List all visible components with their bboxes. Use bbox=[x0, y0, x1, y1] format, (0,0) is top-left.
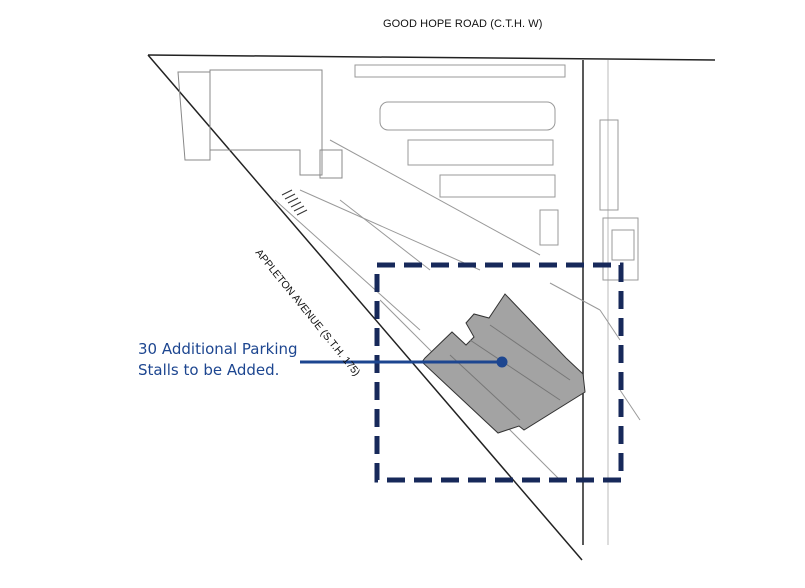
callout-line-2: Stalls to be Added. bbox=[138, 361, 280, 379]
southwest-property-line bbox=[147, 54, 583, 561]
crosswalk bbox=[281, 189, 308, 216]
new-parking-stripes bbox=[449, 324, 571, 421]
callout-text: 30 Additional Parking Stalls to be Added… bbox=[138, 339, 298, 381]
existing-building bbox=[177, 69, 343, 179]
north-property-line bbox=[147, 54, 716, 61]
project-boundary-box bbox=[374, 262, 624, 483]
callout-dot bbox=[496, 356, 508, 368]
existing-parking bbox=[274, 64, 641, 481]
callout-line-1: 30 Additional Parking bbox=[138, 340, 298, 358]
good-hope-road-label: GOOD HOPE ROAD (C.T.H. W) bbox=[383, 18, 543, 30]
